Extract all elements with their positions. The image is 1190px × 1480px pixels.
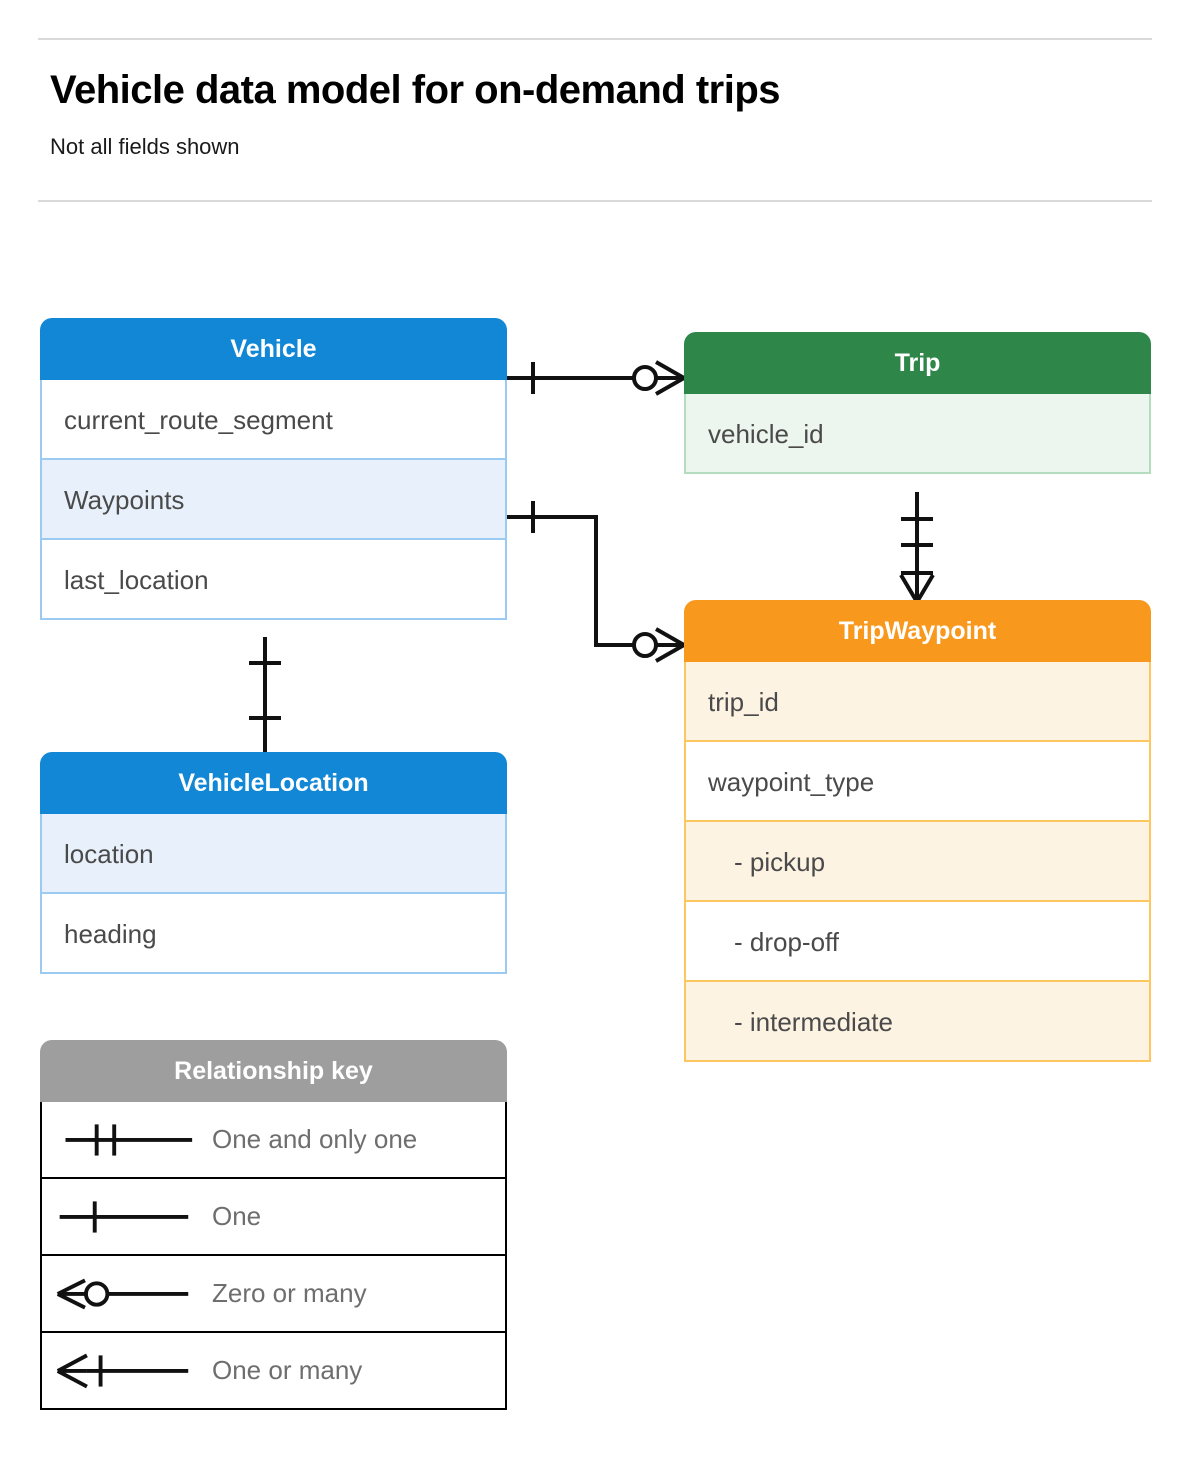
legend-item-one-and-only-one: One and only one bbox=[40, 1102, 507, 1179]
conn-waypoints-foot-upper bbox=[655, 627, 685, 647]
entity-trip-field-vehicle-id: vehicle_id bbox=[684, 394, 1151, 474]
entity-trip-waypoint-value-intermediate: - intermediate bbox=[684, 982, 1151, 1062]
entity-vehicle-field-last-location: last_location bbox=[40, 540, 507, 620]
conn-waypoints-zero-circle bbox=[632, 632, 658, 658]
entity-trip-waypoint-field-waypoint-type: waypoint_type bbox=[684, 742, 1151, 822]
entity-vehicle-location-field-heading: heading bbox=[40, 894, 507, 974]
conn-tripwaypoint-foot-left bbox=[899, 573, 919, 604]
entity-trip-waypoint-value-drop-off: - drop-off bbox=[684, 902, 1151, 982]
entity-trip-waypoint-title: TripWaypoint bbox=[684, 600, 1151, 662]
conn-tripwaypoint-foot-right bbox=[915, 573, 935, 604]
one-or-many-icon bbox=[56, 1353, 189, 1389]
one-icon bbox=[59, 1201, 189, 1233]
entity-trip-waypoint-value-pickup: - pickup bbox=[684, 822, 1151, 902]
conn-vehicle-trip-foot-lower bbox=[655, 376, 685, 396]
entity-trip-waypoint-field-trip-id: trip_id bbox=[684, 662, 1151, 742]
entity-vehicle-location-title: VehicleLocation bbox=[40, 752, 507, 814]
divider-top bbox=[38, 38, 1152, 40]
one-and-only-one-icon bbox=[65, 1124, 193, 1156]
conn-vehicle-trip-zero-circle bbox=[632, 365, 658, 391]
legend-item-one: One bbox=[40, 1179, 507, 1256]
legend-title: Relationship key bbox=[40, 1040, 507, 1102]
legend-label-zero-or-many: Zero or many bbox=[212, 1278, 367, 1308]
entity-trip[interactable]: Trip vehicle_id bbox=[684, 332, 1151, 474]
conn-waypoints-foot-lower bbox=[655, 643, 685, 663]
divider-bottom bbox=[38, 200, 1152, 202]
zero-or-many-icon bbox=[56, 1278, 189, 1310]
conn-vehicle-trip-foot-upper bbox=[655, 360, 685, 380]
legend-label-one: One bbox=[212, 1201, 262, 1231]
page-title: Vehicle data model for on-demand trips bbox=[50, 68, 781, 112]
entity-vehicle-field-waypoints: Waypoints bbox=[40, 460, 507, 540]
page-subtitle: Not all fields shown bbox=[50, 134, 240, 159]
entity-trip-waypoint[interactable]: TripWaypoint trip_id waypoint_type - pic… bbox=[684, 600, 1151, 1062]
entity-vehicle-location[interactable]: VehicleLocation location heading bbox=[40, 752, 507, 974]
entity-vehicle[interactable]: Vehicle current_route_segment Waypoints … bbox=[40, 318, 507, 620]
legend-relationship-key: Relationship key One and only one One bbox=[40, 1040, 507, 1410]
entity-trip-title: Trip bbox=[684, 332, 1151, 394]
legend-item-zero-or-many: Zero or many bbox=[40, 1256, 507, 1333]
entity-vehicle-location-field-location: location bbox=[40, 814, 507, 894]
entity-vehicle-field-current-route-segment: current_route_segment bbox=[40, 380, 507, 460]
legend-label-one-or-many: One or many bbox=[212, 1355, 363, 1385]
entity-vehicle-title: Vehicle bbox=[40, 318, 507, 380]
conn-waypoints-tripwaypoint-line bbox=[505, 515, 684, 647]
legend-item-one-or-many: One or many bbox=[40, 1333, 507, 1410]
legend-label-one-and-only-one: One and only one bbox=[212, 1124, 418, 1154]
